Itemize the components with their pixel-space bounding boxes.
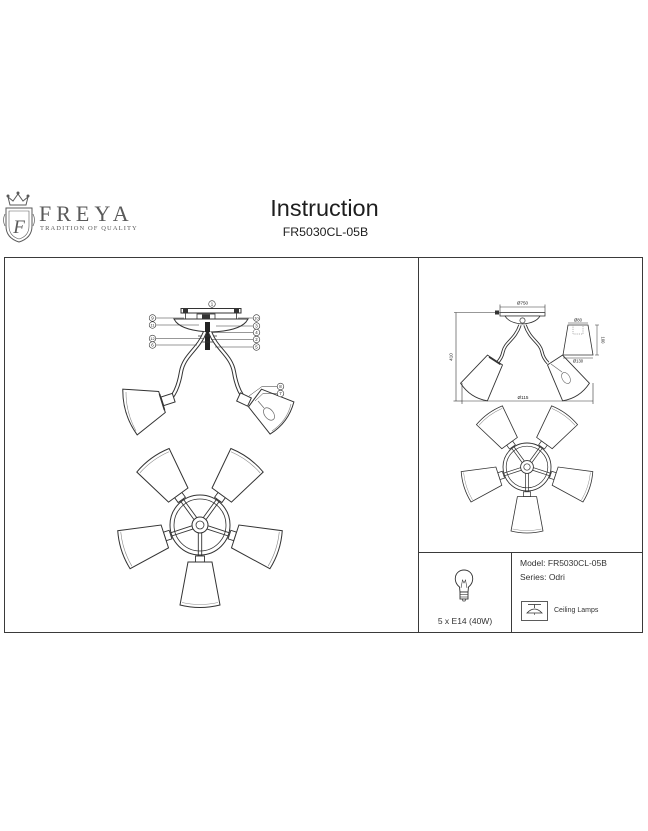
ceiling-lamp-icon: [521, 601, 548, 621]
svg-text:12: 12: [150, 337, 154, 341]
svg-text:7: 7: [279, 391, 282, 396]
svg-text:11: 11: [151, 323, 155, 327]
dimension-top-view: [458, 403, 596, 534]
bulb-inside-shade: [263, 407, 275, 421]
center-hub: [191, 516, 209, 534]
spec-bulb: 5 x E14 (40W): [437, 615, 493, 626]
shade-right-small: [527, 453, 596, 504]
shade-bottom-diameter-label: Ø130: [573, 359, 584, 364]
svg-text:10: 10: [254, 316, 258, 320]
dim-plate-label: Ø750: [517, 301, 529, 306]
shade-right: [200, 507, 286, 571]
shade-left: [114, 507, 200, 571]
frame-ring-outer: [169, 494, 231, 556]
shade-detail: Ø80 Ø130 100: [562, 318, 606, 364]
shade-left-small: [458, 453, 527, 504]
crown-icon: [7, 193, 29, 206]
lamp-arms: [169, 331, 246, 400]
callout-11: 11: [148, 321, 199, 329]
ceiling-plate: [180, 308, 242, 314]
callout-12: 12: [148, 334, 204, 343]
svg-text:2: 2: [255, 337, 258, 342]
dimension-view: Ø750 410 Ø115 Ø80 Ø130 100: [449, 301, 606, 404]
right-shade: [247, 388, 295, 435]
svg-text:6: 6: [151, 343, 154, 348]
svg-text:8: 8: [279, 384, 282, 389]
dim-ceiling-plate: [499, 312, 546, 317]
callout-10: 10: [238, 314, 261, 322]
shade-bottom: [179, 532, 221, 608]
left-shade: [122, 388, 166, 436]
svg-text:4: 4: [255, 330, 258, 335]
svg-text:3: 3: [255, 324, 258, 329]
shade-height-label: 100: [601, 337, 606, 345]
spec-model: Model: FR5030CL-05B: [520, 557, 607, 568]
callout-1: 1: [208, 300, 216, 309]
callout-4: 4: [212, 328, 261, 337]
spec-series: Series: Odri: [520, 571, 565, 582]
light-bulb-icon: [454, 569, 474, 602]
right-socket: [235, 392, 253, 407]
spec-category: Ceiling Lamps: [554, 606, 599, 614]
assembly-top-view: [114, 446, 286, 608]
svg-text:5: 5: [255, 345, 258, 350]
callout-5: 5: [215, 343, 261, 351]
assembly-callouts: 1 9 11 12 6: [148, 300, 285, 402]
dim-width-label: Ø115: [518, 395, 529, 400]
dimension-lines: [453, 304, 594, 404]
callout-3: 3: [216, 322, 261, 330]
assembly-side-view: 1 9 11 12 6: [122, 300, 295, 436]
freya-crest-logo: F: [3, 191, 35, 243]
svg-text:9: 9: [151, 316, 154, 321]
dim-canopy: [504, 315, 541, 325]
shield-icon: [5, 207, 33, 243]
shade-bottom-small: [510, 472, 544, 534]
logo-monogram: F: [12, 217, 25, 238]
frame-ring-inner: [173, 498, 227, 552]
svg-text:1: 1: [211, 302, 214, 307]
canopy: [173, 318, 249, 333]
sheet-frame: [4, 257, 643, 633]
page-model-number: FR5030CL-05B: [282, 224, 369, 239]
callout-6: 6: [148, 341, 197, 349]
frame-border: [4, 257, 643, 633]
callout-9: 9: [148, 314, 184, 322]
callout-8: 8: [248, 382, 285, 397]
brand-name: FREYA: [39, 201, 134, 226]
brand-tagline: TRADITION OF QUALITY: [40, 225, 138, 232]
callout-2: 2: [211, 335, 261, 344]
page-title: Instruction: [270, 195, 379, 221]
callout-7: 7: [254, 389, 285, 402]
dim-height-label: 410: [449, 353, 454, 361]
shade-top-diameter-label: Ø80: [574, 318, 583, 323]
